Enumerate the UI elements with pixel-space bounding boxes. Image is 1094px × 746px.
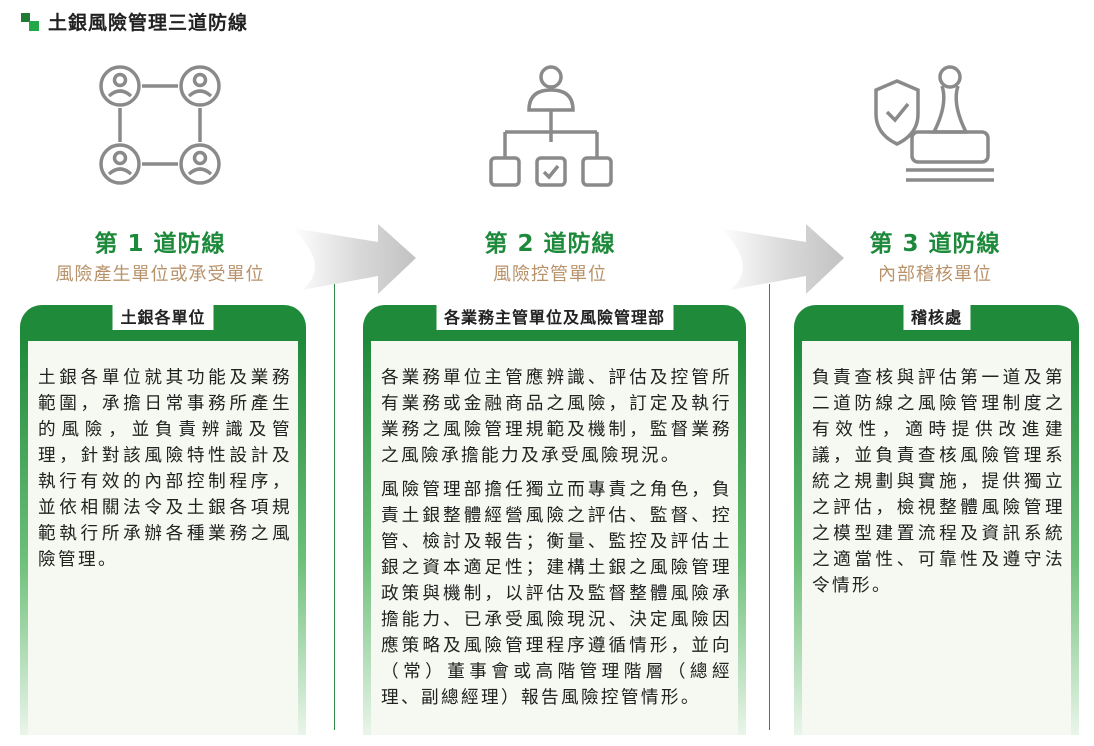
description-paragraph: 風險管理部擔任獨立而專責之角色，負責土銀整體經營風險之評估、監督、控管、檢討及報… xyxy=(381,480,732,708)
column-divider xyxy=(334,284,335,730)
arrow-right-icon xyxy=(292,224,416,294)
description-paragraph: 負責查核與評估第一道及第二道防線之風險管理制度之有效性，適時提供改進建議，並負責… xyxy=(812,368,1065,596)
line-1-description: 土銀各單位就其功能及業務範圍，承擔日常事務所產生的風險，並負責辨識及管理，針對該… xyxy=(38,365,292,581)
line-1-name: 第 1 道防線 xyxy=(94,231,226,257)
line-2-description: 各業務單位主管應辨識、評估及控管所有業務或金融商品之風險，訂定及執行業務之風險管… xyxy=(381,365,732,719)
diagram-header: 土銀風險管理三道防線 xyxy=(20,8,248,34)
line-3-name: 第 3 道防線 xyxy=(869,231,1001,257)
line-1-card: 土銀各單位 土銀各單位就其功能及業務範圍，承擔日常事務所產生的風險，並負責辨識及… xyxy=(20,302,306,735)
line-2-name: 第 2 道防線 xyxy=(484,231,616,257)
line-3-card: 稽核處 負責查核與評估第一道及第二道防線之風險管理制度之有效性，適時提供改進建議… xyxy=(794,302,1079,735)
network-people-icon xyxy=(99,65,221,185)
line-2-card-label: 各業務主管單位及風險管理部 xyxy=(435,302,674,330)
line-3-subtitle: 內部稽核單位 xyxy=(878,264,992,285)
line-2-card: 各業務主管單位及風險管理部 各業務單位主管應辨識、評估及控管所有業務或金融商品之… xyxy=(363,302,746,735)
brand-logo-icon xyxy=(20,10,42,32)
column-divider xyxy=(769,284,770,730)
line-1-heading: 第 1 道防線 風險產生單位或承受單位 xyxy=(10,224,310,286)
line-1-subtitle: 風險產生單位或承受單位 xyxy=(55,264,265,285)
diagram-title: 土銀風險管理三道防線 xyxy=(48,11,249,34)
line-2-subtitle: 風險控管單位 xyxy=(493,264,607,285)
audit-stamp-icon xyxy=(874,65,994,182)
line-3-description: 負責查核與評估第一道及第二道防線之風險管理制度之有效性，適時提供改進建議，並負責… xyxy=(812,365,1065,607)
line-3-card-label: 稽核處 xyxy=(902,302,971,330)
line-2-heading: 第 2 道防線 風險控管單位 xyxy=(400,224,700,286)
arrow-right-icon xyxy=(720,224,844,294)
description-paragraph: 各業務單位主管應辨識、評估及控管所有業務或金融商品之風險，訂定及執行業務之風險管… xyxy=(381,368,732,466)
description-paragraph: 土銀各單位就其功能及業務範圍，承擔日常事務所產生的風險，並負責辨識及管理，針對該… xyxy=(38,368,292,570)
org-chart-icon xyxy=(489,65,613,187)
line-1-card-label: 土銀各單位 xyxy=(112,302,214,330)
line-3-heading: 第 3 道防線 內部稽核單位 xyxy=(785,224,1085,286)
